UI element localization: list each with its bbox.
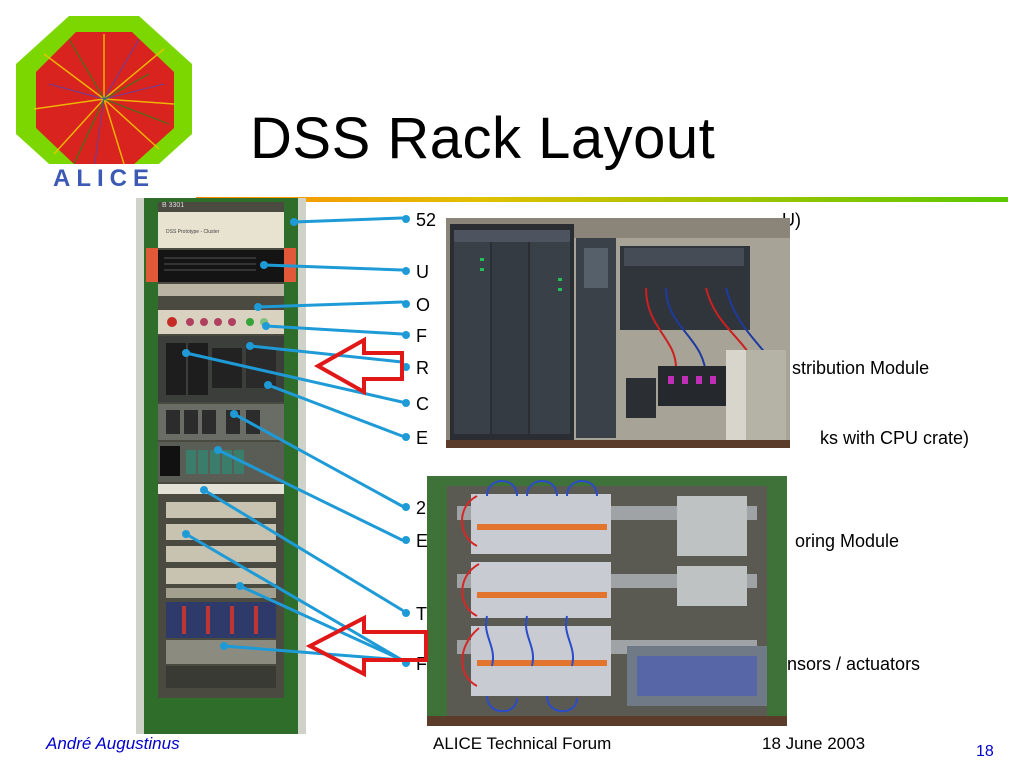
bullet-item: O: [402, 295, 430, 316]
slide-title: DSS Rack Layout: [250, 106, 716, 171]
svg-text:DSS Prototype - Cluster: DSS Prototype - Cluster: [166, 229, 220, 235]
bullet-item: F: [402, 326, 427, 347]
rack-photo: B 3301 DSS Prototype - Cluster: [136, 198, 306, 734]
svg-text:ALICE: ALICE: [53, 165, 155, 190]
bullet-item: T: [402, 604, 427, 625]
svg-text:B 3301: B 3301: [162, 202, 184, 209]
terminal-blocks-photo: [427, 476, 787, 726]
alice-logo-icon: ALICE: [14, 16, 194, 190]
page-number: 18: [976, 743, 994, 760]
title-divider: [196, 197, 1008, 202]
bullet-item: 2: [402, 498, 426, 519]
bullet-item: C: [402, 394, 429, 415]
footer-event: ALICE Technical Forum: [433, 734, 612, 753]
footer-author: André Augustinus: [46, 734, 180, 753]
plc-cpu-crate-photo: [446, 218, 790, 448]
bullet-item: U: [402, 262, 429, 283]
left-arrow-icon: [313, 336, 404, 396]
footer-date: 18 June 2003: [762, 734, 866, 753]
